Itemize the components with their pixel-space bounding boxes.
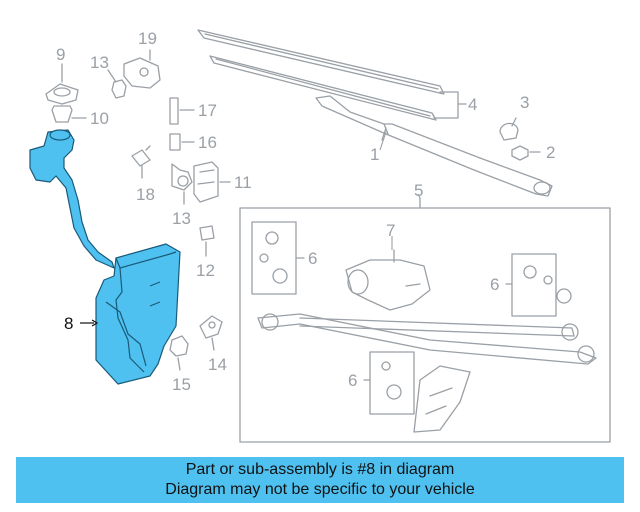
- callout-12: 12: [196, 261, 215, 280]
- callout-19: 19: [138, 29, 157, 48]
- sensor-part-14[interactable]: [199, 315, 223, 351]
- clip-part-13-upper[interactable]: [107, 69, 127, 99]
- wiper-arm-part-1[interactable]: [315, 95, 553, 197]
- callout-17: 17: [198, 101, 217, 120]
- callout-18: 18: [136, 185, 155, 204]
- wiper-blade-part-4[interactable]: [197, 29, 467, 121]
- callout-14: 14: [208, 355, 227, 374]
- banner-line-2: Diagram may not be specific to your vehi…: [165, 481, 475, 498]
- clamp-part-18[interactable]: [131, 145, 151, 179]
- callout-2: 2: [546, 143, 555, 162]
- washer-reservoir-part-8[interactable]: [29, 129, 181, 385]
- joint-part-16[interactable]: [169, 133, 195, 151]
- connector-part-19[interactable]: [123, 49, 161, 89]
- callout-7: 7: [386, 221, 395, 240]
- callout-8: 8: [64, 314, 73, 333]
- callout-10: 10: [90, 109, 109, 128]
- callout-16: 16: [198, 133, 217, 152]
- callout-11: 11: [234, 173, 252, 192]
- banner-line-1: Part or sub-assembly is #8 in diagram: [185, 461, 455, 478]
- callout-6c: 6: [348, 371, 357, 390]
- callout-1: 1: [370, 145, 379, 164]
- nut-part-2[interactable]: [511, 145, 541, 161]
- arm-cap-part-3[interactable]: [499, 117, 519, 141]
- callout-3: 3: [520, 93, 529, 112]
- washer-pump-part-11[interactable]: [193, 161, 231, 203]
- callout-4: 4: [468, 95, 477, 114]
- callout-5: 5: [414, 181, 423, 200]
- callout-13b: 13: [172, 209, 191, 228]
- clip-part-13-lower[interactable]: [171, 163, 193, 205]
- callout-6b: 6: [490, 275, 499, 294]
- wiper-linkage-assembly-part-5[interactable]: [239, 197, 611, 443]
- grommet-part-10[interactable]: [51, 105, 87, 123]
- info-banner: Part or sub-assembly is #8 in diagram Di…: [16, 457, 624, 503]
- nozzle-part-9[interactable]: [45, 63, 79, 105]
- callout-9: 9: [56, 45, 65, 64]
- callout-13a: 13: [90, 53, 109, 72]
- hose-connector-part-17[interactable]: [169, 97, 195, 125]
- callout-6a: 6: [308, 249, 317, 268]
- callout-15: 15: [172, 375, 191, 394]
- cap-part-15[interactable]: [169, 335, 189, 371]
- grommet-part-12[interactable]: [199, 225, 215, 257]
